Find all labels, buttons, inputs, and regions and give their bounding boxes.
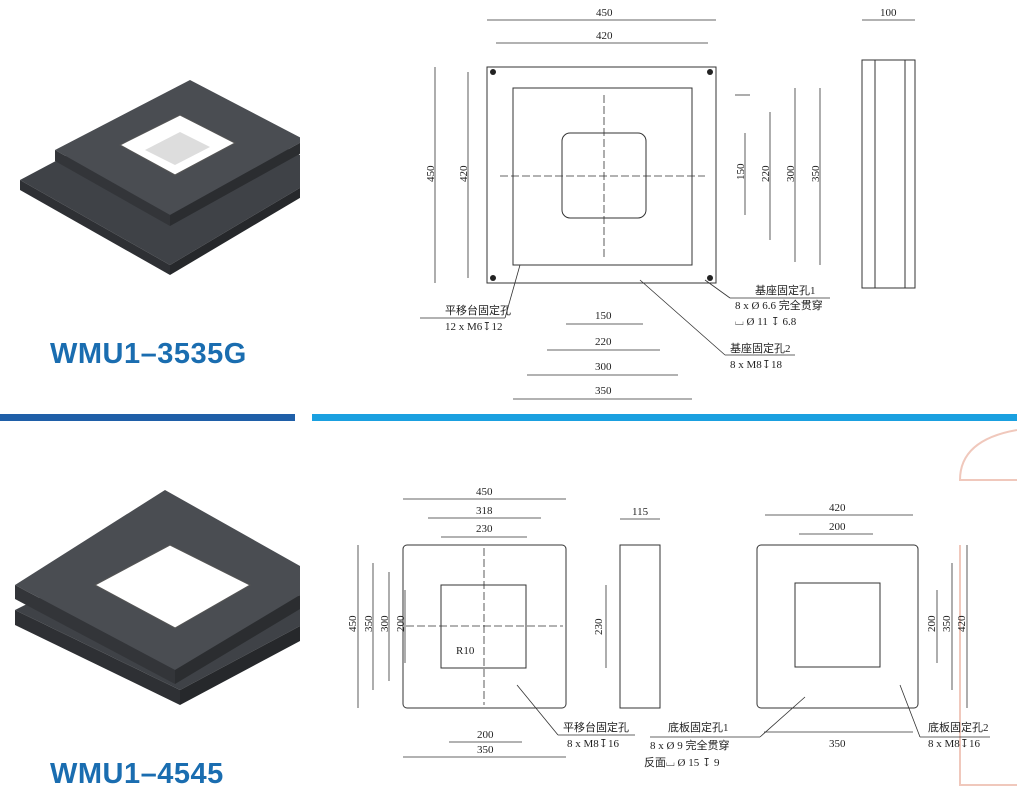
note-spec: 8 x M8↧16 bbox=[928, 738, 980, 750]
center-window bbox=[440, 584, 527, 669]
divider-bar-dark bbox=[0, 414, 295, 421]
dim-side: 100 bbox=[880, 7, 897, 19]
product-images bbox=[15, 80, 300, 705]
divider-bar-light bbox=[312, 414, 1017, 421]
model-title-4545: WMU1–4545 bbox=[50, 758, 224, 790]
note-spec: 8 x M8↧18 bbox=[730, 359, 782, 371]
dim-side: 115 bbox=[632, 506, 649, 518]
note-title: 平移台固定孔 bbox=[563, 720, 629, 734]
dim-left-outer: 450 bbox=[425, 165, 437, 182]
dim-back-420: 420 bbox=[829, 502, 846, 514]
dim-bottom-350: 350 bbox=[595, 385, 612, 397]
dim-back-right-200: 200 bbox=[926, 615, 938, 632]
note-title: 底板固定孔1 bbox=[668, 720, 729, 734]
dim-right-350: 350 bbox=[810, 165, 822, 182]
dim-back-right-350: 350 bbox=[941, 615, 953, 632]
note-title: 底板固定孔2 bbox=[928, 720, 989, 734]
back-window bbox=[794, 582, 881, 668]
dim-bottom-350: 350 bbox=[477, 744, 494, 756]
note-spec: 反面⌴ Ø 15 ↧ 9 bbox=[644, 756, 720, 769]
dim-left-inner: 420 bbox=[458, 165, 470, 182]
dim-bottom-200: 200 bbox=[477, 729, 494, 741]
dim-top-outer: 450 bbox=[596, 7, 613, 19]
dim-top-450: 450 bbox=[476, 486, 493, 498]
dim-left-200: 200 bbox=[395, 615, 407, 632]
dim-back-right-420: 420 bbox=[956, 615, 968, 632]
note-title: 基座固定孔2 bbox=[730, 341, 791, 355]
dim-right-300: 300 bbox=[785, 165, 797, 182]
dim-left-450: 450 bbox=[347, 615, 359, 632]
plate-outline bbox=[512, 87, 693, 266]
note-spec: 8 x M8↧16 bbox=[567, 738, 619, 750]
dim-bottom-220: 220 bbox=[595, 336, 612, 348]
note-title: 平移台固定孔 bbox=[445, 303, 511, 317]
dim-back-bottom: 350 bbox=[829, 738, 846, 750]
note-spec: 8 x Ø 9 完全贯穿 bbox=[650, 738, 729, 752]
dim-back-200: 200 bbox=[829, 521, 846, 533]
dim-right-220: 220 bbox=[760, 165, 772, 182]
dim-right-150: 150 bbox=[735, 163, 747, 180]
dim-radius: R10 bbox=[456, 645, 475, 657]
back-view bbox=[756, 544, 919, 709]
note-title: 基座固定孔1 bbox=[755, 283, 816, 297]
drawing-3535g: 450 420 450 420 150 220 300 350 150 220 … bbox=[420, 7, 916, 400]
dim-left-300: 300 bbox=[379, 615, 391, 632]
product-image-3535g bbox=[20, 80, 300, 275]
front-view bbox=[402, 544, 567, 709]
dim-bottom-300: 300 bbox=[595, 361, 612, 373]
dim-top-318: 318 bbox=[476, 505, 493, 517]
dim-top-230: 230 bbox=[476, 523, 493, 535]
note-spec: ⌴ Ø 11 ↧ 6.8 bbox=[735, 316, 797, 328]
dim-right-230: 230 bbox=[593, 618, 605, 635]
note-spec: 8 x Ø 6.6 完全贯穿 bbox=[735, 298, 823, 312]
base-outline bbox=[486, 66, 717, 284]
note-spec: 12 x M6↧12 bbox=[445, 321, 503, 333]
side-view bbox=[619, 544, 661, 709]
dim-left-350: 350 bbox=[363, 615, 375, 632]
dim-top-inner: 420 bbox=[596, 30, 613, 42]
watermark-decoration bbox=[958, 429, 1017, 786]
product-image-4545 bbox=[15, 490, 300, 705]
model-title-3535g: WMU1–3535G bbox=[50, 338, 247, 370]
dim-bottom-150: 150 bbox=[595, 310, 612, 322]
